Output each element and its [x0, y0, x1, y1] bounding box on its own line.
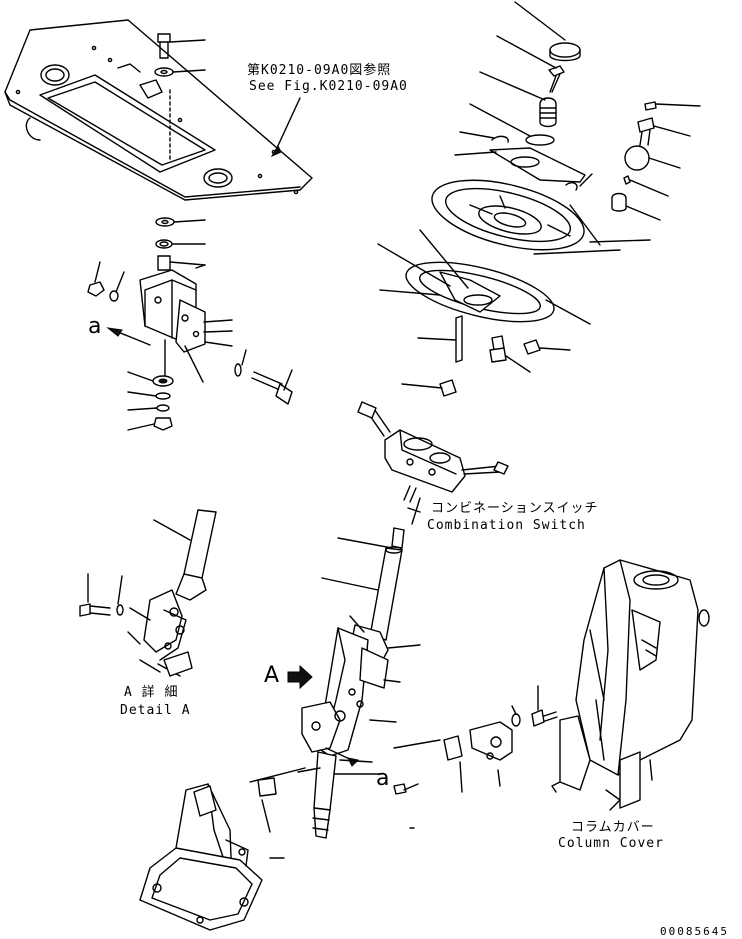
- combination-switch: [357, 401, 509, 525]
- combination-switch-label-jp: コンビネーションスイッチ: [431, 501, 599, 516]
- reference-leader: [275, 97, 301, 151]
- column-cover: [551, 559, 710, 811]
- steering-wheel: [431, 179, 651, 251]
- column-cover-label-jp: コラムカバー: [571, 820, 655, 835]
- detail-a-label-jp: A 詳 細: [124, 685, 179, 700]
- floor-panel: [4, 19, 313, 201]
- reference-note-en: See Fig.K0210-09A0: [249, 79, 408, 94]
- column-cover-label-en: Column Cover: [558, 836, 664, 851]
- reference-arrowhead: [270, 144, 282, 158]
- drawing-number: 00085645: [660, 925, 729, 938]
- view-a-marker: A: [264, 663, 280, 688]
- detail-a-label-en: Detail A: [120, 703, 191, 718]
- steering-column: [249, 527, 441, 839]
- view-a-arrow: [287, 664, 313, 690]
- mid-bracket: [443, 685, 558, 793]
- column-pedestal: [139, 777, 285, 931]
- steering-knob: [579, 101, 701, 221]
- reference-note-jp: 第K0210-09A0図参照: [247, 63, 392, 78]
- mark-a-top: a: [88, 314, 102, 339]
- mark-a-column: a: [376, 766, 390, 791]
- combination-switch-label-en: Combination Switch: [427, 518, 586, 533]
- detail-a-view: [79, 509, 217, 677]
- bracket-assembly: [87, 261, 293, 431]
- horn-stack: [454, 1, 586, 197]
- panel-hardware: [154, 33, 206, 271]
- steering-wheel-lower: [377, 229, 621, 397]
